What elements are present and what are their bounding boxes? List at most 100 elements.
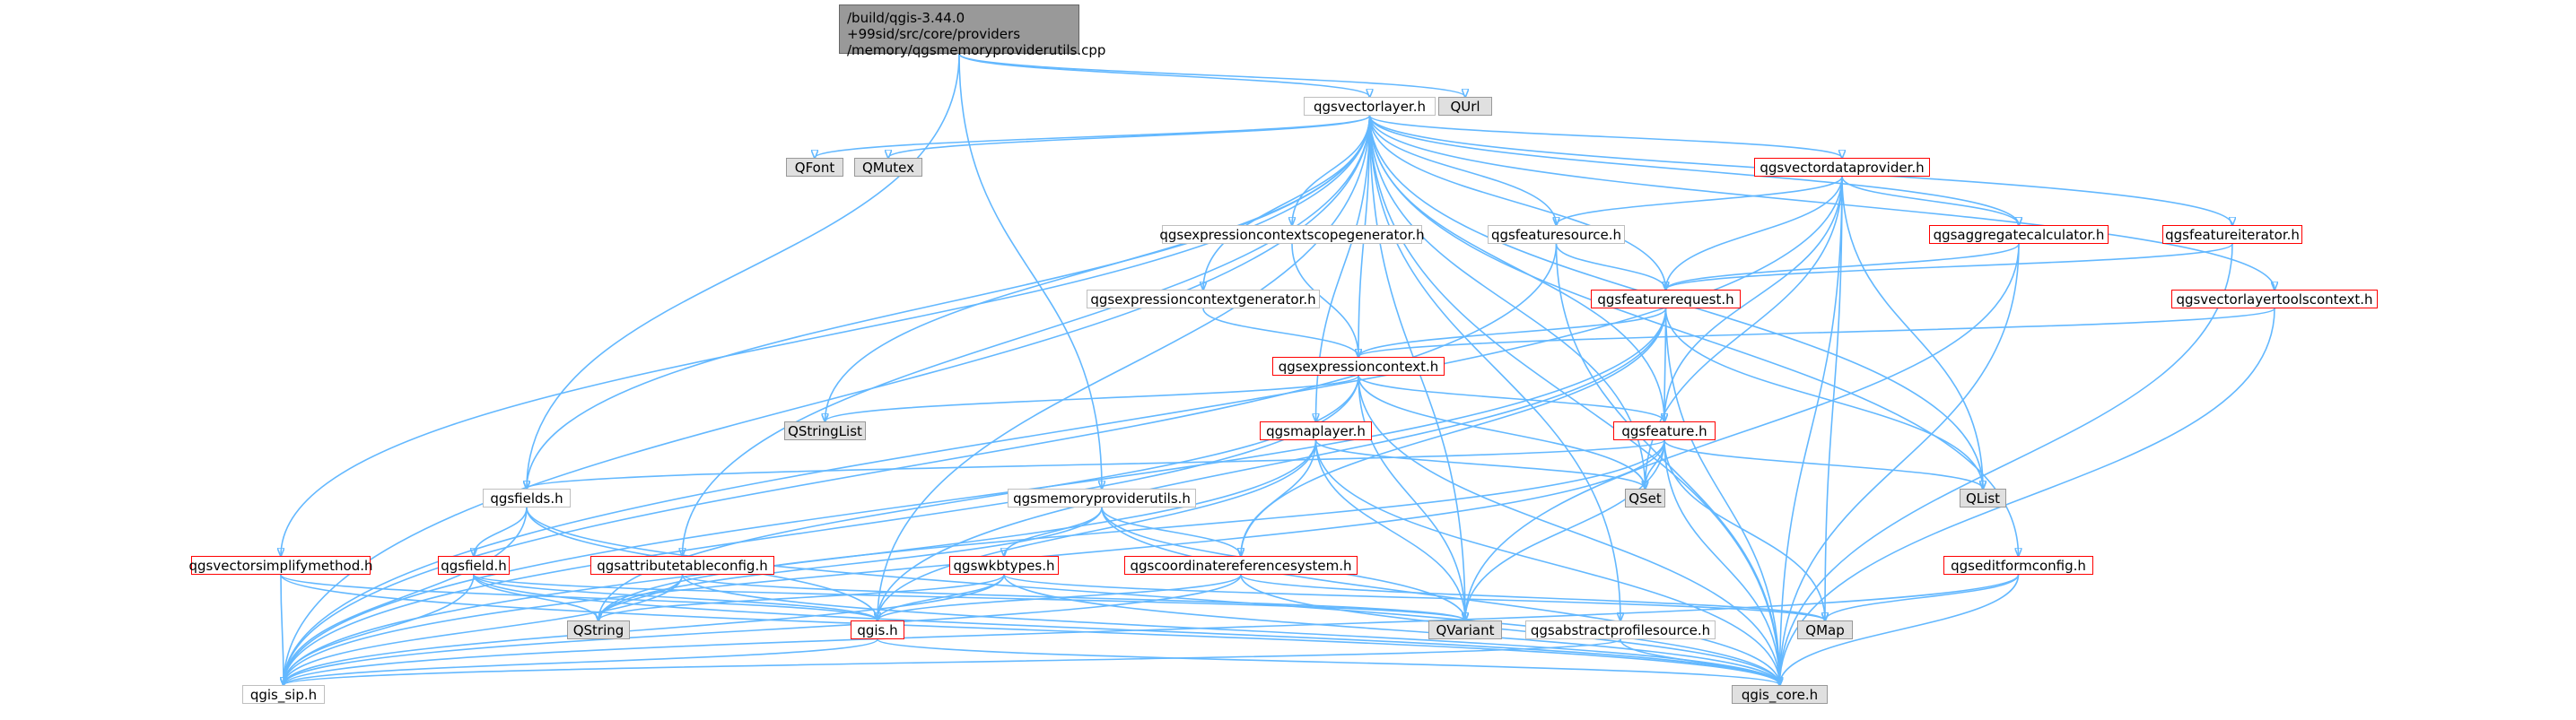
node-qgsabstractprofilesource[interactable]: qgsabstractprofilesource.h bbox=[1525, 620, 1716, 639]
edge-qgsvectorlayer-to-qgsfields bbox=[527, 115, 1371, 489]
edge-qgsvectorlayer-to-qgsabstractprofilesource bbox=[1368, 115, 1621, 620]
node-qgswkbtypes[interactable]: qgswkbtypes.h bbox=[949, 556, 1059, 575]
node-label: qgsfields.h bbox=[490, 490, 563, 507]
edge-qgsabstractprofilesource-to-qgis-sip bbox=[284, 638, 1621, 685]
node-qmap[interactable]: QMap bbox=[1797, 620, 1853, 639]
node-label: qgsmaplayer.h bbox=[1266, 422, 1366, 439]
edge-qgsaggregatecalculator-to-qgsfeaturerequest bbox=[1666, 243, 2020, 290]
node-label: qgscoordinatereferencesystem.h bbox=[1130, 557, 1352, 574]
node-qgsfeatureiterator[interactable]: qgsfeatureiterator.h bbox=[2162, 225, 2302, 244]
edge-qgsvectorlayer-to-qgsexpressioncontextscopegenerator bbox=[1292, 115, 1371, 225]
edge-qgsabstractprofilesource-to-qgis-core bbox=[1620, 638, 1780, 685]
edge-qgsfeature-to-qlist bbox=[1663, 439, 1983, 489]
edge-qgsvectorlayer-to-qset bbox=[1368, 115, 1646, 489]
node-qgis-sip[interactable]: qgis_sip.h bbox=[242, 685, 325, 704]
node-label: QMap bbox=[1805, 621, 1845, 638]
edge-qgsfeatureiterator-to-qgis-core bbox=[1780, 243, 2233, 685]
edge-qgswkbtypes-to-qgis-sip bbox=[284, 574, 1005, 685]
edge-qgsmemoryproviderutils-to-qgscoordinatereferencesystem bbox=[1101, 507, 1241, 556]
edge-qgsvectorlayer-to-qgsattributetableconfig bbox=[683, 115, 1371, 556]
edge-qgsfeaturerequest-to-qlist bbox=[1664, 308, 1984, 489]
node-qset[interactable]: QSet bbox=[1625, 489, 1665, 507]
edge-qgsvectorlayer-to-qfont bbox=[815, 115, 1371, 158]
node-qgsvectorlayertoolscontext[interactable]: qgsvectorlayertoolscontext.h bbox=[2171, 290, 2378, 308]
node-qgsexpressioncontext[interactable]: qgsexpressioncontext.h bbox=[1272, 357, 1445, 376]
edge-qgsfeaturerequest-to-qgsexpressioncontext bbox=[1358, 308, 1667, 357]
node-label: QFont bbox=[794, 159, 835, 176]
node-qgscoordinatereferencesystem[interactable]: qgscoordinatereferencesystem.h bbox=[1124, 556, 1358, 575]
edge-qgsmaplayer-to-qgis-core bbox=[1314, 439, 1780, 685]
edge-qgsvectorlayer-to-qmutex bbox=[888, 115, 1371, 158]
edge-qgsfeature-to-qstring bbox=[598, 439, 1665, 620]
edge-qgsvectorsimplifymethod-to-qgis-sip bbox=[281, 574, 284, 685]
edge-qgsvectorlayer-to-qgsfeaturesource bbox=[1368, 115, 1557, 225]
node-label: QUrl bbox=[1450, 98, 1480, 115]
node-label: QVariant bbox=[1436, 621, 1495, 638]
edge-qgsvectorsimplifymethod-to-qgis-core bbox=[280, 574, 1780, 685]
edge-qgsaggregatecalculator-to-qgis-core bbox=[1780, 243, 2020, 685]
node-qgsexpressioncontextgenerator[interactable]: qgsexpressioncontextgenerator.h bbox=[1087, 290, 1320, 308]
node-qgsfield[interactable]: qgsfield.h bbox=[438, 556, 510, 575]
edge-qgsvectordataprovider-to-qgsaggregatecalculator bbox=[1841, 176, 2019, 225]
edge-qgsfields-to-qgis-sip bbox=[284, 507, 528, 685]
edge-qgsvectordataprovider-to-qgsfeaturesource bbox=[1557, 176, 1843, 225]
edge-qgsexpressioncontext-to-qvariant bbox=[1358, 375, 1465, 620]
node-qgseditformconfig[interactable]: qgseditformconfig.h bbox=[1943, 556, 2093, 575]
root-path-line3: /memory/qgsmemoryproviderutils.cpp bbox=[847, 42, 1106, 58]
edge-qgswkbtypes-to-qgis-core bbox=[1003, 574, 1780, 685]
node-qgsmemoryproviderutils[interactable]: qgsmemoryproviderutils.h bbox=[1008, 489, 1196, 507]
node-qgsfields[interactable]: qgsfields.h bbox=[483, 489, 571, 507]
edge-qgsfield-to-qvariant bbox=[473, 574, 1465, 620]
node-label: qgsfeaturesource.h bbox=[1490, 226, 1622, 243]
node-label: qgseditformconfig.h bbox=[1951, 557, 2086, 574]
node-qfont[interactable]: QFont bbox=[786, 158, 843, 177]
node-qstring[interactable]: QString bbox=[567, 620, 630, 639]
node-qgsfeature[interactable]: qgsfeature.h bbox=[1613, 421, 1716, 440]
edge-qgsfeaturerequest-to-qgis-core bbox=[1664, 308, 1780, 685]
node-qgsattributetableconfig[interactable]: qgsattributetableconfig.h bbox=[590, 556, 774, 575]
node-label: qgsvectorsimplifymethod.h bbox=[188, 557, 373, 574]
node-label: QSet bbox=[1629, 490, 1662, 507]
node-label: qgsabstractprofilesource.h bbox=[1530, 621, 1711, 638]
edge-qgsfeature-to-qgis-core bbox=[1663, 439, 1780, 685]
node-qvariant[interactable]: QVariant bbox=[1428, 620, 1502, 639]
node-qstringlist[interactable]: QStringList bbox=[784, 421, 866, 440]
edge-qgsfeature-to-qvariant bbox=[1465, 439, 1665, 620]
edge-qgsfield-to-qgis-core bbox=[473, 574, 1780, 685]
node-label: qgswkbtypes.h bbox=[953, 557, 1055, 574]
node-label: qgsfeature.h bbox=[1621, 422, 1707, 439]
node-qgis-core[interactable]: qgis_core.h bbox=[1732, 685, 1828, 704]
root-path-line1: /build/qgis-3.44.0 bbox=[847, 10, 965, 26]
node-qgsvectorsimplifymethod[interactable]: qgsvectorsimplifymethod.h bbox=[188, 556, 373, 575]
node-label: qgsaggregatecalculator.h bbox=[1933, 226, 2105, 243]
node-root[interactable]: /build/qgis-3.44.0+99sid/src/core/provid… bbox=[839, 4, 1105, 58]
edge-qgscoordinatereferencesystem-to-qgis-sip bbox=[284, 574, 1242, 685]
node-label: QString bbox=[572, 621, 624, 638]
node-label: qgsvectorlayertoolscontext.h bbox=[2176, 291, 2373, 308]
edge-qgsvectordataprovider-to-qgis-sip bbox=[284, 176, 1843, 685]
edge-qgsfield-to-qgis-sip bbox=[284, 574, 475, 685]
edge-qgsfeaturesource-to-qgis-core bbox=[1555, 243, 1780, 685]
node-qgsvectordataprovider[interactable]: qgsvectordataprovider.h bbox=[1754, 158, 1930, 177]
edge-qgsvectorlayer-to-qgsvectorlayertoolscontext bbox=[1368, 115, 2275, 290]
node-qgsaggregatecalculator[interactable]: qgsaggregatecalculator.h bbox=[1929, 225, 2109, 244]
edge-qgsattributetableconfig-to-qgis-sip bbox=[284, 574, 684, 685]
edge-qgsfeaturerequest-to-qgis-sip bbox=[284, 308, 1667, 685]
edge-root-to-qurl bbox=[958, 53, 1465, 97]
node-qurl[interactable]: QUrl bbox=[1438, 97, 1492, 116]
node-qgsexpressioncontextscopegenerator[interactable]: qgsexpressioncontextscopegenerator.h bbox=[1159, 225, 1425, 244]
node-label: qgis_core.h bbox=[1741, 686, 1819, 703]
node-qgsmaplayer[interactable]: qgsmaplayer.h bbox=[1260, 421, 1372, 440]
edge-qgsvectorlayertoolscontext-to-qgis-core bbox=[1780, 308, 2275, 685]
node-qgsfeaturerequest[interactable]: qgsfeaturerequest.h bbox=[1591, 290, 1741, 308]
edge-qgsaggregatecalculator-to-qvariant bbox=[1465, 243, 2020, 620]
node-qgsvectorlayer[interactable]: qgsvectorlayer.h bbox=[1304, 97, 1436, 116]
node-qmutex[interactable]: QMutex bbox=[854, 158, 922, 177]
node-label: qgsexpressioncontextgenerator.h bbox=[1090, 291, 1316, 308]
node-qlist[interactable]: QList bbox=[1960, 489, 2006, 507]
node-qgis[interactable]: qgis.h bbox=[851, 620, 904, 639]
edge-qgis-to-qgis-sip bbox=[284, 638, 878, 685]
edge-qgsfeaturesource-to-qgis-sip bbox=[284, 243, 1558, 685]
edge-qgsvectordataprovider-to-qgis-core bbox=[1780, 176, 1843, 685]
node-qgsfeaturesource[interactable]: qgsfeaturesource.h bbox=[1488, 225, 1625, 244]
